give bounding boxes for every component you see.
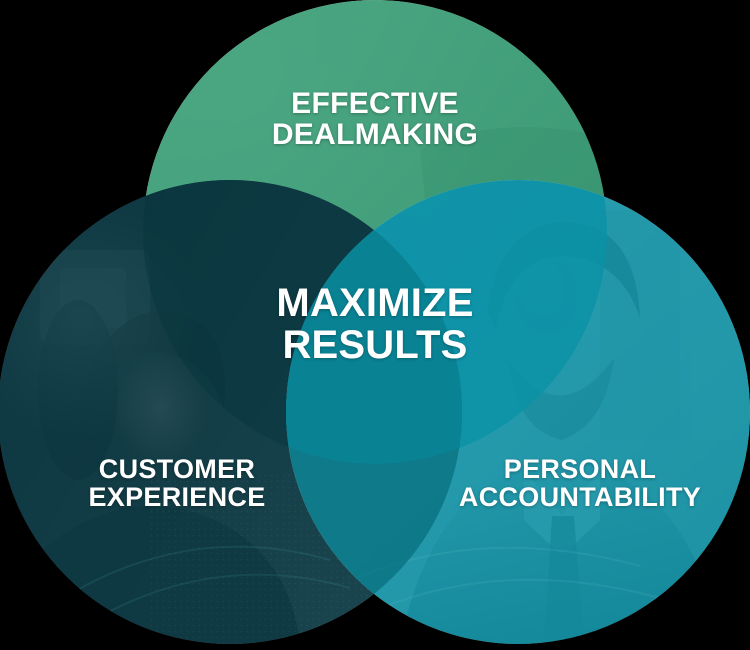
- overlap-center-all: [286, 180, 462, 464]
